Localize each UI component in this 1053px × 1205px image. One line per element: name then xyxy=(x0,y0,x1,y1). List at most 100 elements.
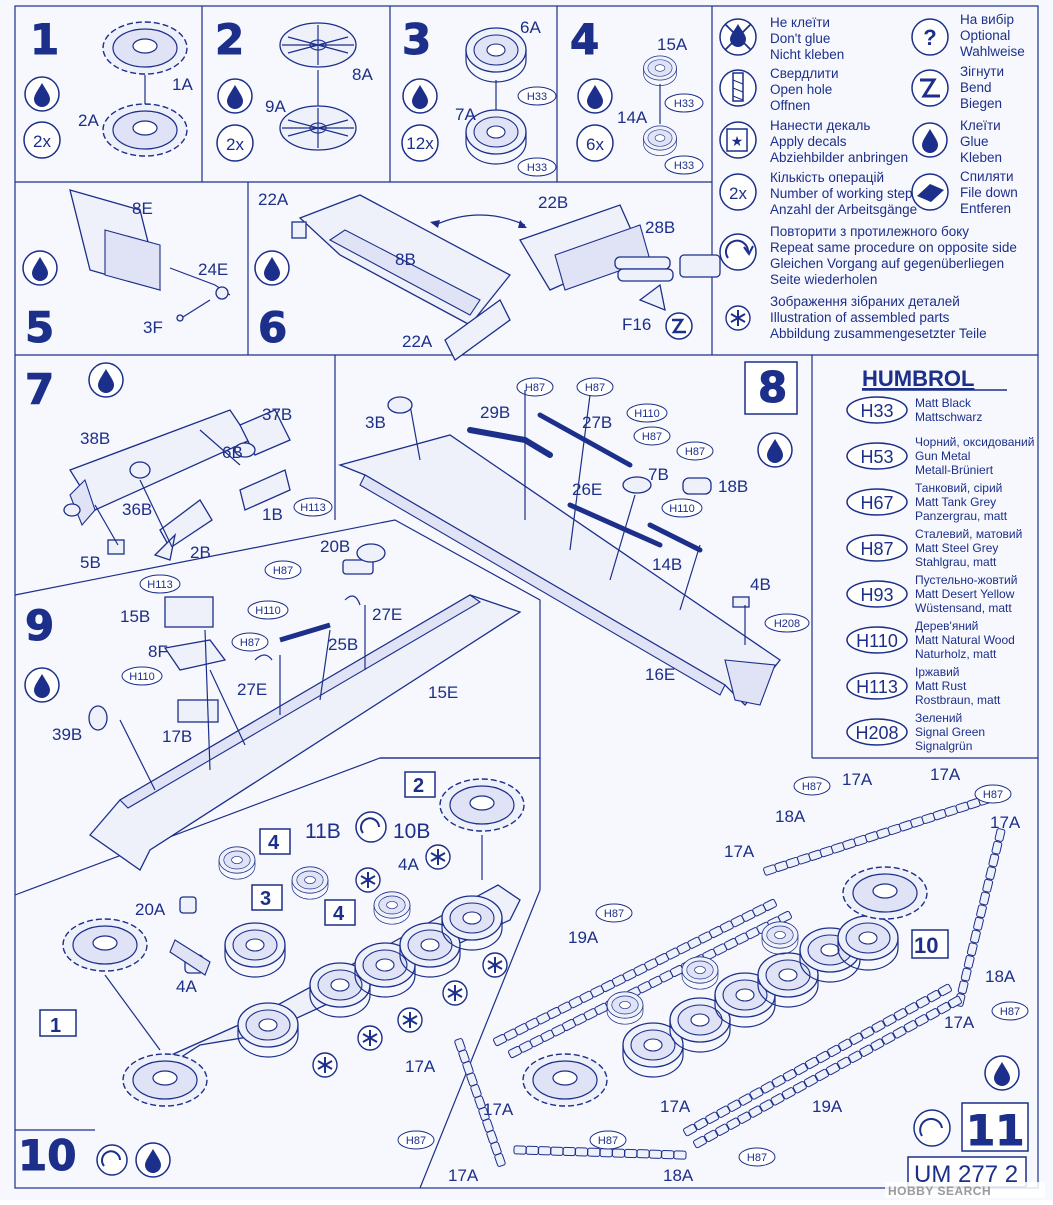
legend-text: Abziehbilder anbringen xyxy=(770,150,908,165)
paint-code: H87 xyxy=(604,908,624,920)
paint-description: Matt Natural Wood xyxy=(915,633,1015,647)
legend-text: Anzahl der Arbeitsgänge xyxy=(770,202,917,217)
step-number: 7 xyxy=(25,365,54,414)
legend-text: File down xyxy=(960,185,1018,200)
paint-description: Matt Rust xyxy=(915,679,967,693)
legend-text: Number of working steps xyxy=(770,186,920,201)
part-label: 2B xyxy=(190,543,211,562)
track-link xyxy=(762,898,778,912)
count-icon: 2x xyxy=(729,184,747,203)
paint-code: H87 xyxy=(525,382,545,394)
legend-text: На вибір xyxy=(960,12,1014,27)
part-label: 38B xyxy=(80,429,110,448)
part-label: 1A xyxy=(172,75,193,94)
paint-code: H208 xyxy=(774,618,800,630)
paint-code: H110 xyxy=(634,408,659,420)
question-icon: ? xyxy=(923,25,936,50)
step-ref: 1 xyxy=(50,1015,61,1037)
legend-text: Don't glue xyxy=(770,31,830,46)
glue-icon xyxy=(912,122,948,158)
part-label: 22A xyxy=(402,332,433,351)
part-label: 22A xyxy=(258,190,289,209)
paint-code: H87 xyxy=(860,539,893,559)
paint-description: Танковий, сірий xyxy=(915,481,1002,495)
paint-description: Signal Green xyxy=(915,725,985,739)
part-label: 8E xyxy=(132,199,153,218)
step-count: 6x xyxy=(586,135,604,154)
part-label: 16E xyxy=(645,665,675,684)
paint-code: H113 xyxy=(300,502,325,514)
legend-text: Nicht kleben xyxy=(770,47,844,62)
paint-description: Rostbraun, matt xyxy=(915,693,1001,707)
part-label: 17A xyxy=(842,770,873,789)
track-link xyxy=(537,1146,552,1156)
part-label: 18A xyxy=(663,1166,694,1185)
part-label: 39B xyxy=(52,725,82,744)
track-link xyxy=(624,1148,638,1159)
paint-description: Дерев'яний xyxy=(915,619,978,633)
paint-code: H33 xyxy=(527,91,547,103)
part-label: 27E xyxy=(372,605,402,624)
legend-text: Wahlweise xyxy=(960,44,1025,59)
legend-text: Open hole xyxy=(770,82,832,97)
paint-code: H67 xyxy=(860,493,893,513)
paint-code: H87 xyxy=(1000,1006,1020,1018)
step-1: 1 2x 1A 2A xyxy=(23,15,193,159)
track-link xyxy=(975,903,988,919)
watermark: HOBBY SEARCH xyxy=(888,1184,991,1198)
step-ref: 4 xyxy=(333,903,345,925)
paint-description: Пустельно-жовтий xyxy=(915,573,1017,587)
part-label: 9A xyxy=(265,97,286,116)
part-label: 8B xyxy=(395,250,416,269)
legend-text: Optional xyxy=(960,28,1010,43)
part-label: 4A xyxy=(398,855,419,874)
paint-description: Сталевий, матовий xyxy=(915,527,1022,541)
glue-icon xyxy=(24,76,60,112)
paint-code: H87 xyxy=(273,565,293,577)
track-link xyxy=(985,865,997,881)
paint-code: H113 xyxy=(856,677,898,697)
glue-icon xyxy=(24,667,60,703)
paint-description: Stahlgrau, matt xyxy=(915,555,997,569)
track-link xyxy=(972,916,985,932)
paint-code: H87 xyxy=(240,637,260,649)
humbrol-title: HUMBROL xyxy=(862,366,974,391)
paint-description: Іржавий xyxy=(915,665,960,679)
legend-text: Повторити з протилежного боку xyxy=(770,224,969,239)
legend-text: Abbildung zusammengesetzter Teile xyxy=(770,326,987,341)
glue-icon xyxy=(135,1142,171,1178)
symbol-legend: Не клеїти Don't glue Nicht kleben ? На в… xyxy=(719,12,1025,341)
paint-description: Matt Desert Yellow xyxy=(915,587,1015,601)
part-label: 28B xyxy=(645,218,675,237)
legend-text: Bend xyxy=(960,80,992,95)
part-label: 4A xyxy=(176,977,197,996)
part-label: 26E xyxy=(572,480,602,499)
step-5: 5 8E 24E 3F xyxy=(22,189,231,353)
paint-code: H110 xyxy=(255,605,280,617)
part-label: 29B xyxy=(480,403,510,422)
paint-code: H87 xyxy=(747,1152,767,1164)
legend-text: Gleichen Vorgang auf gegenüberliegen xyxy=(770,256,1004,271)
part-label: 18B xyxy=(718,477,748,496)
paint-code: H33 xyxy=(674,98,694,110)
part-label: F16 xyxy=(622,315,651,334)
paint-description: Panzergrau, matt xyxy=(915,509,1008,523)
step-count: 12x xyxy=(406,134,434,153)
legend-text: Свердлити xyxy=(770,66,839,81)
paint-code: H110 xyxy=(669,503,694,515)
decal-icon xyxy=(726,128,748,152)
paint-code: H87 xyxy=(685,446,705,458)
glue-icon xyxy=(757,432,793,468)
legend-text: Спиляти xyxy=(960,169,1014,184)
paint-code: H87 xyxy=(802,781,822,793)
step-number: 9 xyxy=(25,601,54,650)
track-link xyxy=(611,1148,626,1158)
part-label: 19A xyxy=(812,1097,843,1116)
step-9: 9 20B 15B 8F 27E 25B 27E 15E 17B 39B H87… xyxy=(24,537,522,871)
track-link xyxy=(673,1150,687,1160)
step-ref: 10 xyxy=(914,933,938,958)
part-label: 17A xyxy=(930,765,961,784)
part-label: 17B xyxy=(162,727,192,746)
